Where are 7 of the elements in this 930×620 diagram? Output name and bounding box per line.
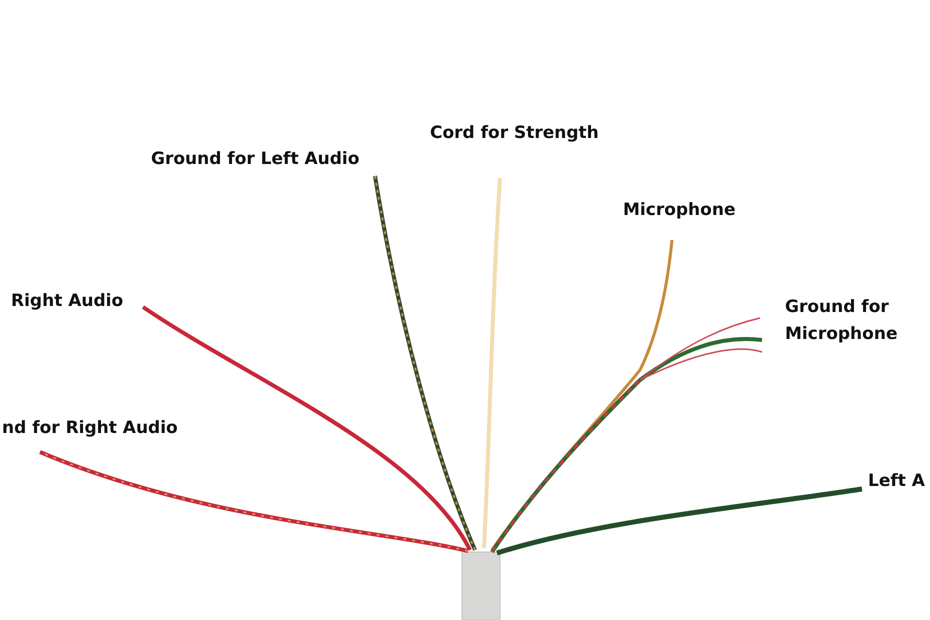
wire-label: Ground for Left Audio bbox=[151, 148, 360, 171]
wire-label: Microphone bbox=[623, 199, 736, 222]
wire-label: Cord for Strength bbox=[430, 122, 599, 145]
wire-label: Left A bbox=[868, 470, 925, 493]
wire-label: Right Audio bbox=[11, 290, 124, 313]
wire-label: nd for Right Audio bbox=[2, 417, 178, 440]
wire-label: Ground for Microphone bbox=[785, 296, 898, 346]
